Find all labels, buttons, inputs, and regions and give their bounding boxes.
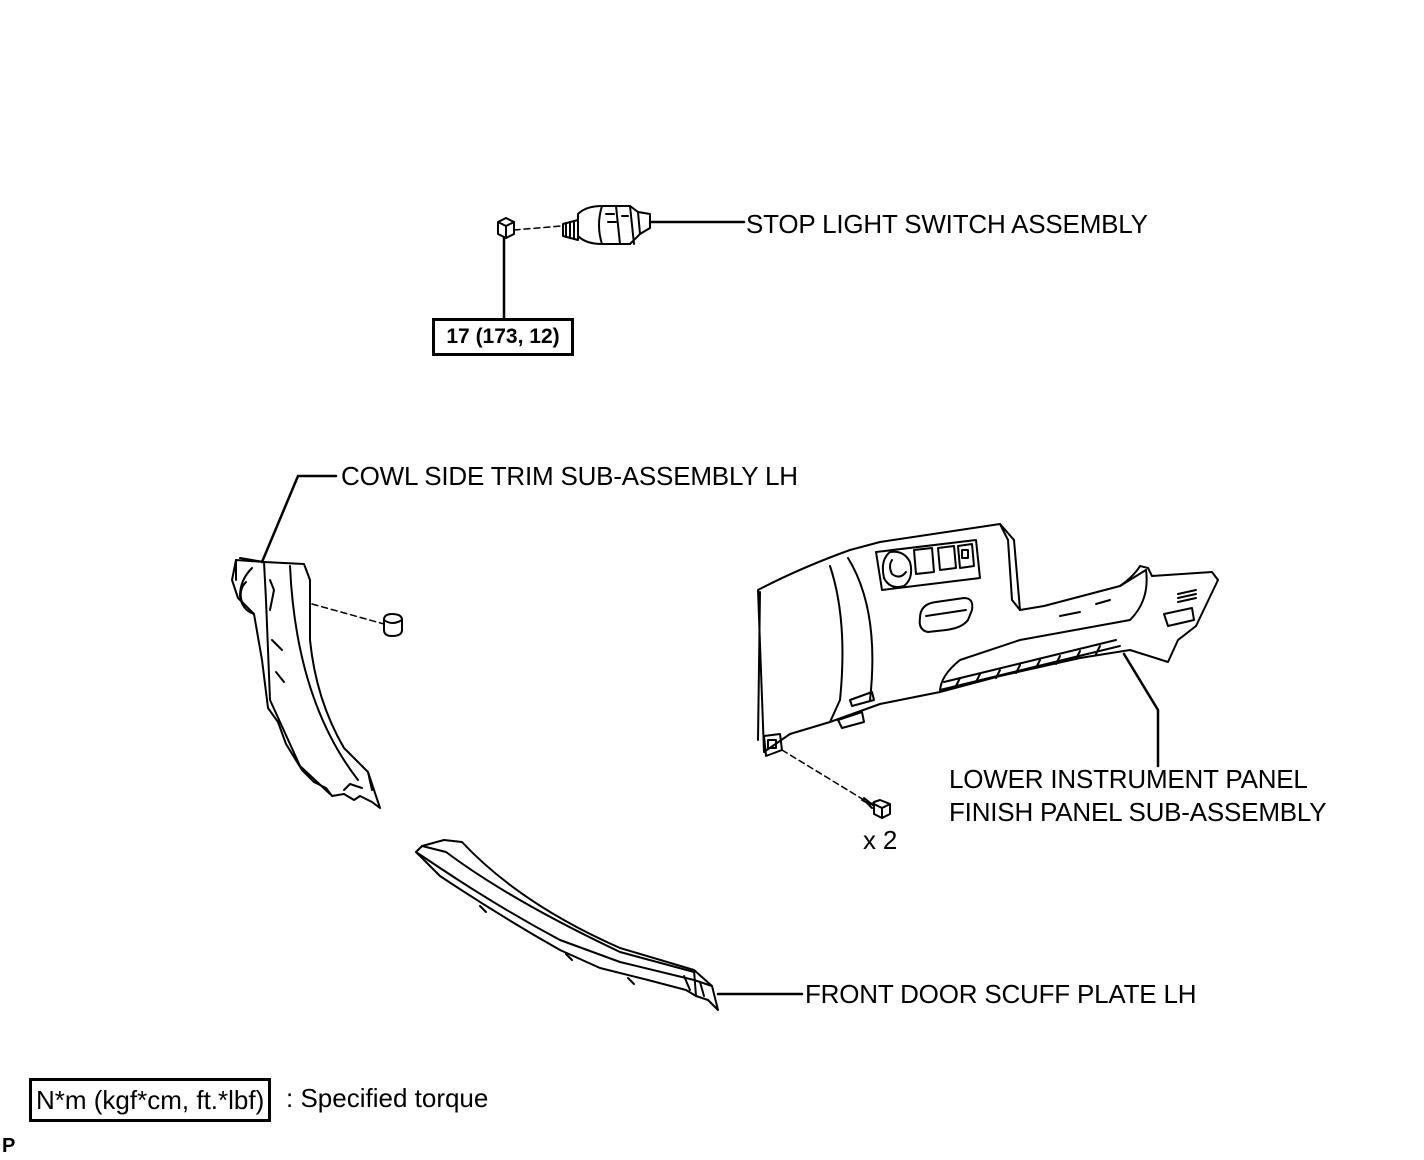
stop-light-dash-line bbox=[513, 225, 563, 231]
panel-bolt-part bbox=[861, 797, 891, 819]
torque-spec-box: 17 (173, 12) bbox=[432, 318, 574, 356]
legend-description: : Specified torque bbox=[286, 1083, 489, 1113]
cowl-clip-part bbox=[383, 613, 403, 637]
stop-light-switch-part bbox=[562, 205, 651, 245]
cowl-side-trim-part bbox=[231, 557, 381, 809]
panel-leader bbox=[1122, 652, 1160, 768]
lower-panel-label-line1: LOWER INSTRUMENT PANEL bbox=[949, 764, 1308, 794]
panel-bolt-dash-line bbox=[781, 749, 865, 801]
stop-light-nut-part bbox=[497, 217, 515, 239]
cowl-leader bbox=[260, 474, 338, 564]
stop-light-switch-label: STOP LIGHT SWITCH ASSEMBLY bbox=[746, 209, 1148, 239]
front-door-scuff-plate-part bbox=[415, 839, 719, 1011]
bolt-quantity-label: x 2 bbox=[863, 825, 898, 855]
lower-panel-label-line2: FINISH PANEL SUB-ASSEMBLY bbox=[949, 797, 1327, 827]
figure-code: P bbox=[2, 1135, 16, 1157]
legend-unit-box: N*m (kgf*cm, ft.*lbf) bbox=[29, 1078, 272, 1122]
lower-instrument-panel-part bbox=[757, 523, 1219, 757]
cowl-clip-dash-line bbox=[311, 603, 385, 625]
scuff-plate-label: FRONT DOOR SCUFF PLATE LH bbox=[805, 979, 1197, 1009]
cowl-side-trim-label: COWL SIDE TRIM SUB-ASSEMBLY LH bbox=[341, 461, 798, 491]
